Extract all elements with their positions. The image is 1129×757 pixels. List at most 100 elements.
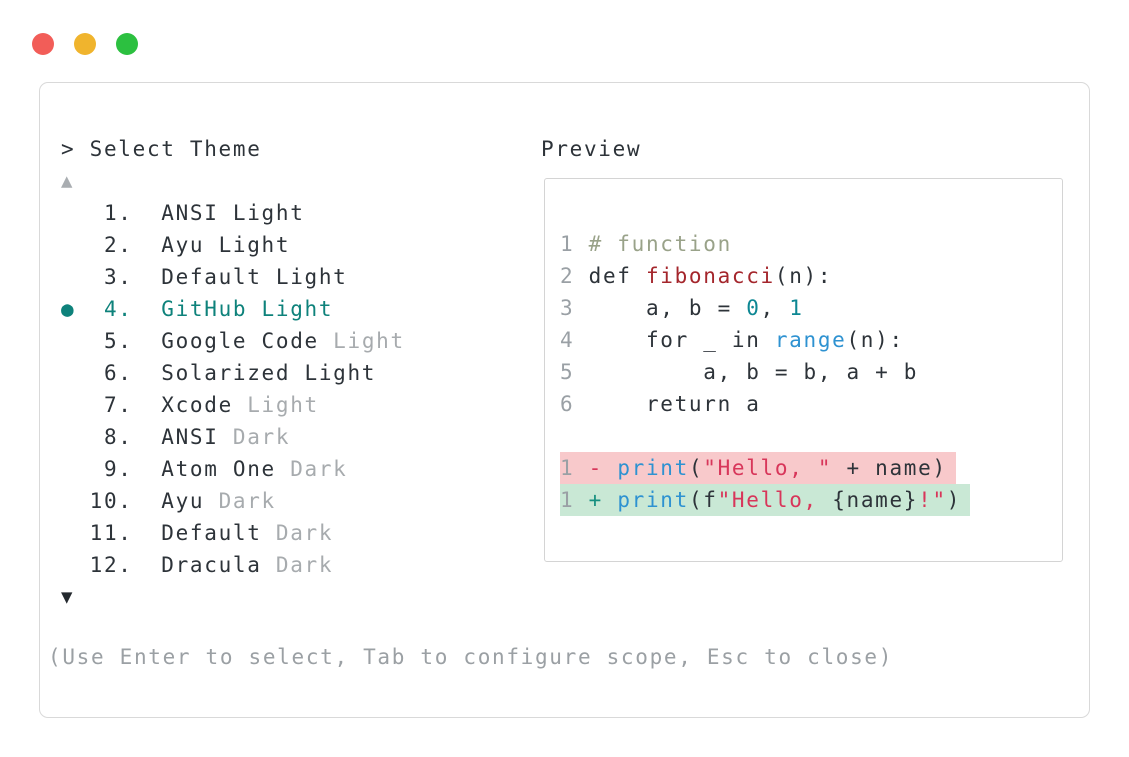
bullet-spacer [61,393,90,417]
theme-option[interactable]: 10. Ayu Dark [61,485,405,517]
bullet-spacer [61,329,90,353]
code-line: 4 for _ in range(n): [560,324,1062,356]
token-str: "Hello, " [703,456,833,480]
theme-number: 4. [89,297,162,321]
bullet-spacer [61,201,90,225]
theme-option[interactable]: 5. Google Code Light [61,325,405,357]
bullet-spacer [61,489,90,513]
close-button[interactable] [32,33,54,55]
theme-name: Google Code [161,329,319,353]
token-ln: 1 [560,456,589,480]
theme-option[interactable]: 7. Xcode Light [61,389,405,421]
token-num: 0 [746,296,761,320]
token-ln: 1 [560,232,589,256]
token-ln: 3 [560,296,589,320]
code-line: 2 def fibonacci(n): [560,260,1062,292]
bullet-spacer [61,521,90,545]
minimize-button[interactable] [74,33,96,55]
theme-option[interactable]: 1. ANSI Light [61,197,405,229]
bullet-spacer [61,425,90,449]
token-builtin: range [774,328,847,352]
theme-variant-label: Light [232,393,319,417]
token-ln: 2 [560,264,589,288]
theme-number: 6. [89,361,162,385]
theme-variant-label: Dark [218,425,291,449]
bullet-spacer [61,457,90,481]
theme-option[interactable]: 8. ANSI Dark [61,421,405,453]
token-ln: 4 [560,328,589,352]
theme-number: 2. [89,233,162,257]
theme-selector-window: > Select Theme ▲ 1. ANSI Light 2. Ayu Li… [39,82,1090,718]
theme-name: Ayu Light [161,233,291,257]
token-num: 1 [789,296,804,320]
theme-name: ANSI [161,425,219,449]
token-code: def [588,264,646,288]
theme-name: Default Light [161,265,348,289]
theme-number: 5. [89,329,162,353]
scroll-down-icon[interactable]: ▼ [61,586,75,608]
theme-number: 12. [89,553,162,577]
theme-number: 7. [89,393,162,417]
theme-option[interactable]: 3. Default Light [61,261,405,293]
theme-name: Ayu [161,489,205,513]
bullet-spacer [61,553,90,577]
theme-name: ANSI Light [161,201,305,225]
theme-number: 10. [89,489,162,513]
token-code: + name) [832,456,947,480]
bullet-spacer [61,361,90,385]
token-com: # function [588,232,732,256]
selected-indicator: ● [61,297,90,321]
theme-list: 1. ANSI Light 2. Ayu Light 3. Default Li… [61,197,405,581]
token-code: (n): [774,264,833,288]
token-code: a, b = b, a + b [588,360,919,384]
theme-variant-label: Dark [261,521,334,545]
token-ln: 1 [560,488,589,512]
token-builtin: print [617,488,689,512]
scroll-up-icon[interactable]: ▲ [61,170,75,192]
theme-option[interactable]: 2. Ayu Light [61,229,405,261]
preview-title: Preview [541,137,642,161]
token-code: ) [946,488,962,512]
diff-line-removed: 1 - print("Hello, " + name) [560,452,1062,484]
token-builtin: print [617,456,689,480]
theme-number: 8. [89,425,162,449]
token-plus: + [588,488,618,512]
token-code: , [760,296,790,320]
token-code: return a [588,392,761,416]
theme-option[interactable]: 9. Atom One Dark [61,453,405,485]
theme-option[interactable]: 11. Default Dark [61,517,405,549]
theme-option[interactable]: 12. Dracula Dark [61,549,405,581]
token-str: !" [918,488,947,512]
diff-highlight: 1 - print("Hello, " + name) [560,452,956,484]
theme-name: Default [161,521,262,545]
token-ln: 6 [560,392,589,416]
code-preview: 1 # function 2 def fibonacci(n): 3 a, b = … [545,179,1062,516]
theme-variant-label: Light [318,329,405,353]
token-ln: 5 [560,360,589,384]
theme-variant-label: Dark [275,457,348,481]
code-line: 6 return a [560,388,1062,420]
theme-number: 9. [89,457,162,481]
bullet-spacer [61,233,90,257]
diff-line-added: 1 + print(f"Hello, {name}!") [560,484,1062,516]
theme-name: Xcode [161,393,233,417]
theme-name: Atom One [161,457,276,481]
theme-number: 3. [89,265,162,289]
token-code: ( [688,456,704,480]
token-code: a, b = [588,296,747,320]
token-code: for _ in [588,328,775,352]
code-line: 5 a, b = b, a + b [560,356,1062,388]
zoom-button[interactable] [116,33,138,55]
theme-number: 1. [89,201,162,225]
token-code: {name} [832,488,919,512]
help-text: (Use Enter to select, Tab to configure s… [48,645,894,669]
token-code: (f [688,488,718,512]
theme-name: Dracula [161,553,262,577]
theme-name: GitHub Light [161,297,334,321]
diff-highlight: 1 + print(f"Hello, {name}!") [560,484,971,516]
theme-option[interactable]: 6. Solarized Light [61,357,405,389]
preview-panel: 1 # function 2 def fibonacci(n): 3 a, b = … [544,178,1063,562]
theme-number: 11. [89,521,162,545]
theme-option[interactable]: ● 4. GitHub Light [61,293,405,325]
theme-variant-label: Dark [204,489,276,513]
